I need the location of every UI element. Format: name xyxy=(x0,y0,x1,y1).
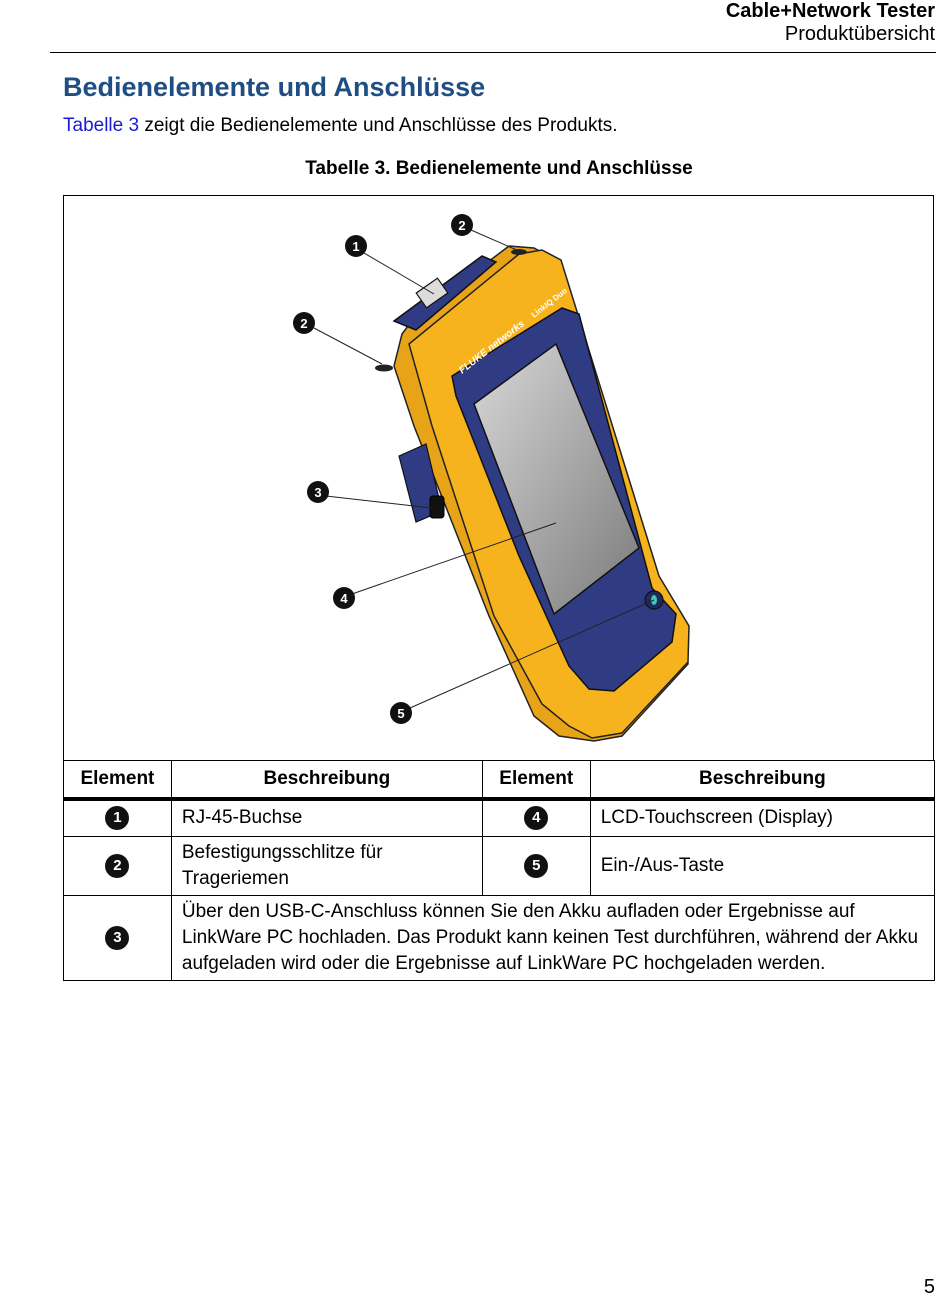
element-badge: 1 xyxy=(105,806,130,831)
header-subtitle: Produktübersicht xyxy=(784,23,935,45)
callout-leaders xyxy=(313,229,655,709)
elements-table: Element Beschreibung Element Beschreibun… xyxy=(63,760,936,981)
table-row: 3 Über den USB-C-Anschluss können Sie de… xyxy=(63,894,936,981)
element-number-cell: 3 xyxy=(63,894,172,981)
element-number-cell: 4 xyxy=(481,798,591,837)
col-header-description-1: Beschreibung xyxy=(170,760,483,801)
callout-1: 1 xyxy=(345,235,367,257)
page-number: 5 xyxy=(923,1276,935,1298)
element-description: Befestigungsschlitze für Trageriemen xyxy=(170,835,483,896)
header-title: Cable+Network Tester xyxy=(725,0,935,22)
table-row: 1 RJ-45-Buchse 4 LCD-Touchscreen (Displa… xyxy=(63,798,936,837)
callout-3-label: 3 xyxy=(314,485,321,500)
callout-2-side-label: 2 xyxy=(300,316,307,331)
element-badge: 3 xyxy=(105,925,130,950)
table-header-row: Element Beschreibung Element Beschreibun… xyxy=(63,760,936,801)
header-rule xyxy=(50,52,936,53)
callout-5: 5 xyxy=(390,702,412,724)
callout-4-label: 4 xyxy=(340,591,348,606)
element-description: Ein-/Aus-Taste xyxy=(589,835,936,896)
intro-paragraph: Tabelle 3 zeigt die Bedienelemente und A… xyxy=(63,115,618,137)
device-illustration: FLUKE networks LinkIQ Duo 1 2 2 3 4 5 xyxy=(293,214,690,742)
section-title: Bedienelemente und Anschlüsse xyxy=(63,72,486,102)
col-header-description-2: Beschreibung xyxy=(589,760,936,801)
element-description: RJ-45-Buchse xyxy=(170,798,483,837)
intro-text: zeigt die Bedienelemente und Anschlüsse … xyxy=(139,115,618,136)
element-description: LCD-Touchscreen (Display) xyxy=(589,798,936,837)
element-number-cell: 2 xyxy=(63,835,172,896)
callout-2-top: 2 xyxy=(451,214,473,236)
lcd-screen xyxy=(473,342,640,616)
usb-c-port xyxy=(429,495,445,519)
element-badge: 2 xyxy=(105,853,130,878)
callout-2-top-label: 2 xyxy=(458,218,465,233)
col-header-element-2: Element xyxy=(481,760,591,801)
element-number-cell: 1 xyxy=(63,798,172,837)
strap-slot-side xyxy=(375,364,393,372)
table-row: 2 Befestigungsschlitze für Trageriemen 5… xyxy=(63,835,936,896)
callout-1-label: 1 xyxy=(352,239,359,254)
device-figure: FLUKE networks LinkIQ Duo 1 2 2 3 4 5 xyxy=(63,195,934,761)
element-number-cell: 5 xyxy=(481,835,591,896)
col-header-element-1: Element xyxy=(63,760,172,801)
element-badge: 4 xyxy=(524,806,549,831)
callout-3: 3 xyxy=(307,481,329,503)
callout-5-label: 5 xyxy=(397,706,404,721)
callout-4: 4 xyxy=(333,587,355,609)
element-badge: 5 xyxy=(524,853,549,878)
table-reference-link[interactable]: Tabelle 3 xyxy=(63,115,140,136)
callout-2-side: 2 xyxy=(293,312,315,334)
strap-slot-top xyxy=(511,249,527,255)
table-caption: Tabelle 3. Bedienelemente und Anschlüsse xyxy=(305,158,693,179)
element-description: Über den USB-C-Anschluss können Sie den … xyxy=(170,894,936,981)
